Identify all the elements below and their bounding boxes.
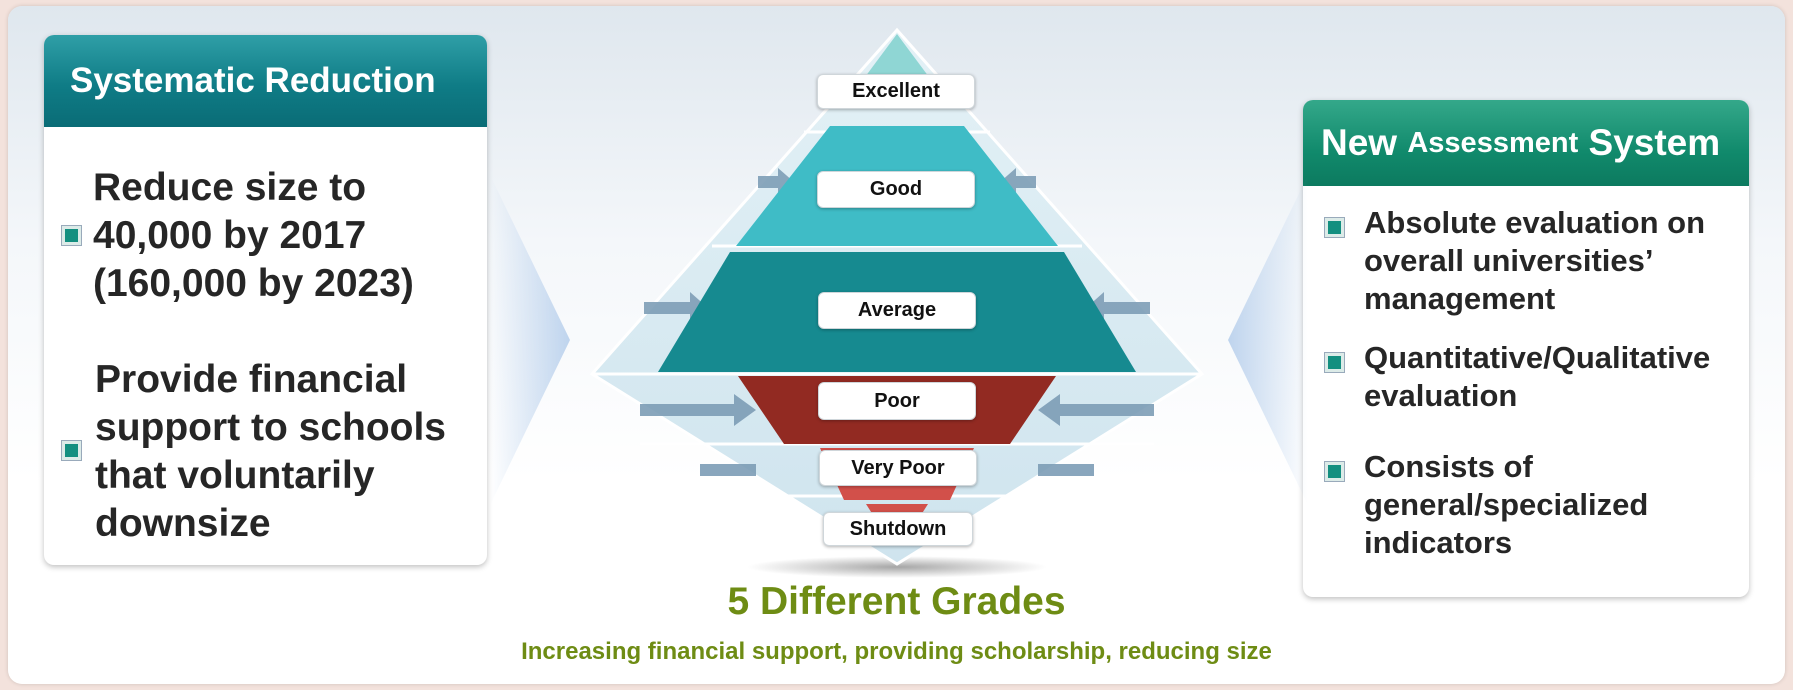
list-item: Consists of general/specialized indicato… [1303, 448, 1648, 562]
item-line: 40,000 by 2017 [93, 214, 367, 257]
diagram-subtitle: Increasing financial support, providing … [521, 638, 1272, 665]
panel-title: New Assessment System [1303, 100, 1749, 186]
item-line: Provide financial [95, 358, 408, 401]
item-line: Reduce size to [93, 166, 367, 209]
item-line: Consists of [1364, 449, 1533, 484]
square-bullet-icon [1325, 353, 1344, 372]
item-line: Quantitative/Qualitative [1364, 340, 1711, 375]
item-line: management [1364, 281, 1556, 316]
item-line: (160,000 by 2023) [93, 262, 414, 305]
title-part: New [1321, 122, 1398, 163]
item-line: overall universities’ [1364, 243, 1654, 278]
title-part: System [1588, 122, 1721, 163]
list-item: Reduce size to 40,000 by 2017 (160,000 b… [44, 164, 414, 308]
diamond-shadow [747, 556, 1047, 578]
list-item: Absolute evaluation on overall universit… [1303, 204, 1705, 318]
item-line: general/specialized [1364, 487, 1649, 522]
grade-label-shutdown: Shutdown [823, 512, 973, 546]
list-item: Quantitative/Qualitative evaluation [1303, 339, 1710, 415]
grade-label-excellent: Excellent [817, 74, 975, 109]
square-bullet-icon [1325, 462, 1344, 481]
title-part: Assessment [1407, 126, 1579, 159]
item-line: support to schools [95, 406, 446, 449]
item-line: Absolute evaluation on [1364, 205, 1706, 240]
diagram-title: 5 Different Grades [727, 580, 1066, 623]
new-assessment-system-panel: New Assessment System Absolute evaluatio… [1303, 100, 1749, 597]
grade-label-average: Average [818, 292, 976, 329]
square-bullet-icon [62, 226, 81, 245]
square-bullet-icon [1325, 218, 1344, 237]
item-line: that voluntarily [95, 454, 375, 497]
grade-label-very-poor: Very Poor [819, 450, 977, 486]
item-line: indicators [1364, 525, 1513, 560]
list-item: Provide financial support to schools tha… [44, 356, 446, 548]
systematic-reduction-panel: Systematic Reduction Reduce size to 40,0… [44, 35, 487, 565]
square-bullet-icon [62, 441, 81, 460]
item-line: evaluation [1364, 378, 1518, 413]
item-line: downsize [95, 502, 271, 545]
grade-label-good: Good [817, 171, 975, 208]
grade-label-poor: Poor [818, 382, 976, 420]
panel-title: Systematic Reduction [44, 35, 487, 127]
